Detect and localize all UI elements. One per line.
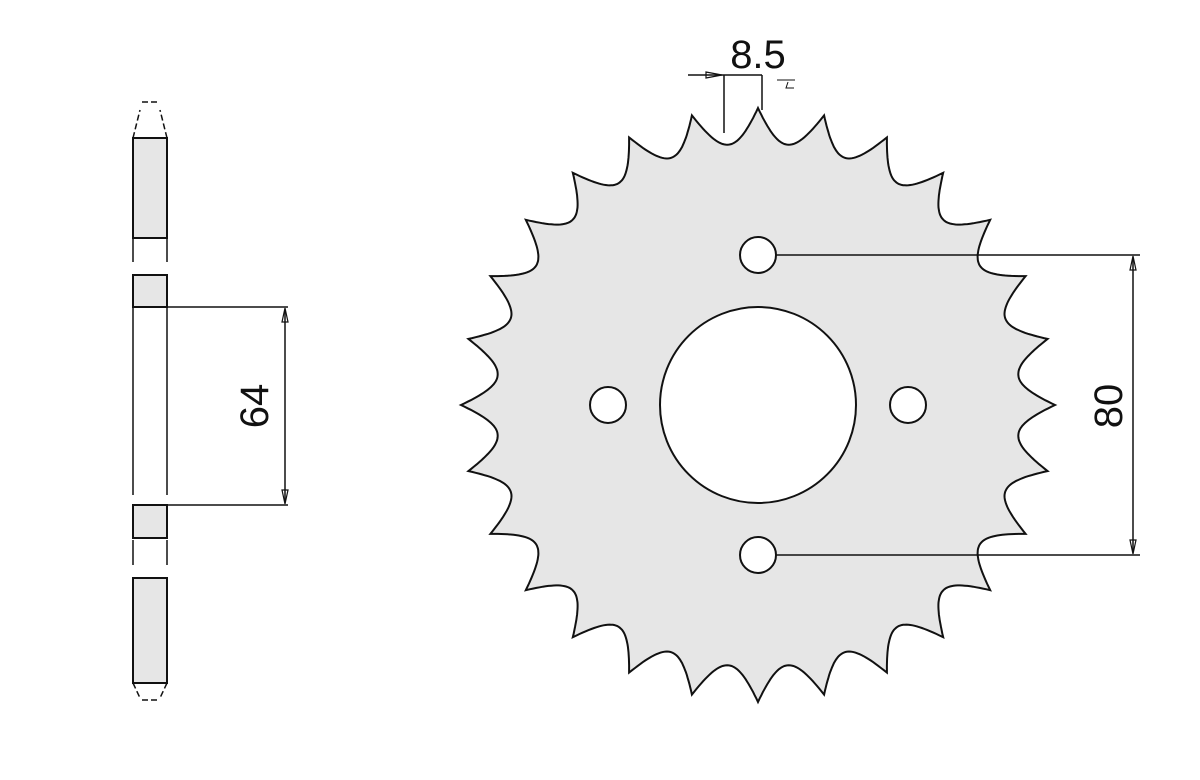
- dimension-pitch: [688, 71, 795, 133]
- dimension-pitch-lines: [688, 74, 763, 133]
- center-bore: [659, 306, 857, 504]
- dimension-80-lines: [776, 254, 1140, 556]
- dimension-80-arrows: [1129, 255, 1137, 555]
- bolt-hole-left: [589, 386, 627, 424]
- bolt-hole-right: [889, 386, 927, 424]
- side-bore: [132, 307, 168, 495]
- side-bottom-chamfer: [132, 682, 168, 701]
- dimension-pitch-arrow: [705, 71, 723, 79]
- side-top-chamfer: [132, 101, 168, 139]
- bolt-hole-top: [739, 236, 777, 274]
- dimension-64-label: 64: [233, 384, 277, 429]
- side-bottom-gap: [132, 540, 168, 565]
- dimension-64-lines: [167, 306, 288, 506]
- dimension-80: [776, 254, 1140, 556]
- dimension-64-arrows: [281, 307, 289, 505]
- side-top-gap: [132, 238, 168, 262]
- dimension-pitch-tolerance: [777, 79, 795, 89]
- side-top-tooth: [132, 137, 168, 239]
- side-bottom-tooth: [132, 577, 168, 684]
- side-upper-hub: [132, 274, 168, 308]
- sprocket-holes: [589, 236, 927, 574]
- bolt-hole-bottom: [739, 536, 777, 574]
- dimension-80-label: 80: [1087, 384, 1131, 429]
- dimension-pitch-label: 8.5: [730, 33, 786, 77]
- side-view: [132, 101, 289, 701]
- side-lower-hub: [132, 504, 168, 539]
